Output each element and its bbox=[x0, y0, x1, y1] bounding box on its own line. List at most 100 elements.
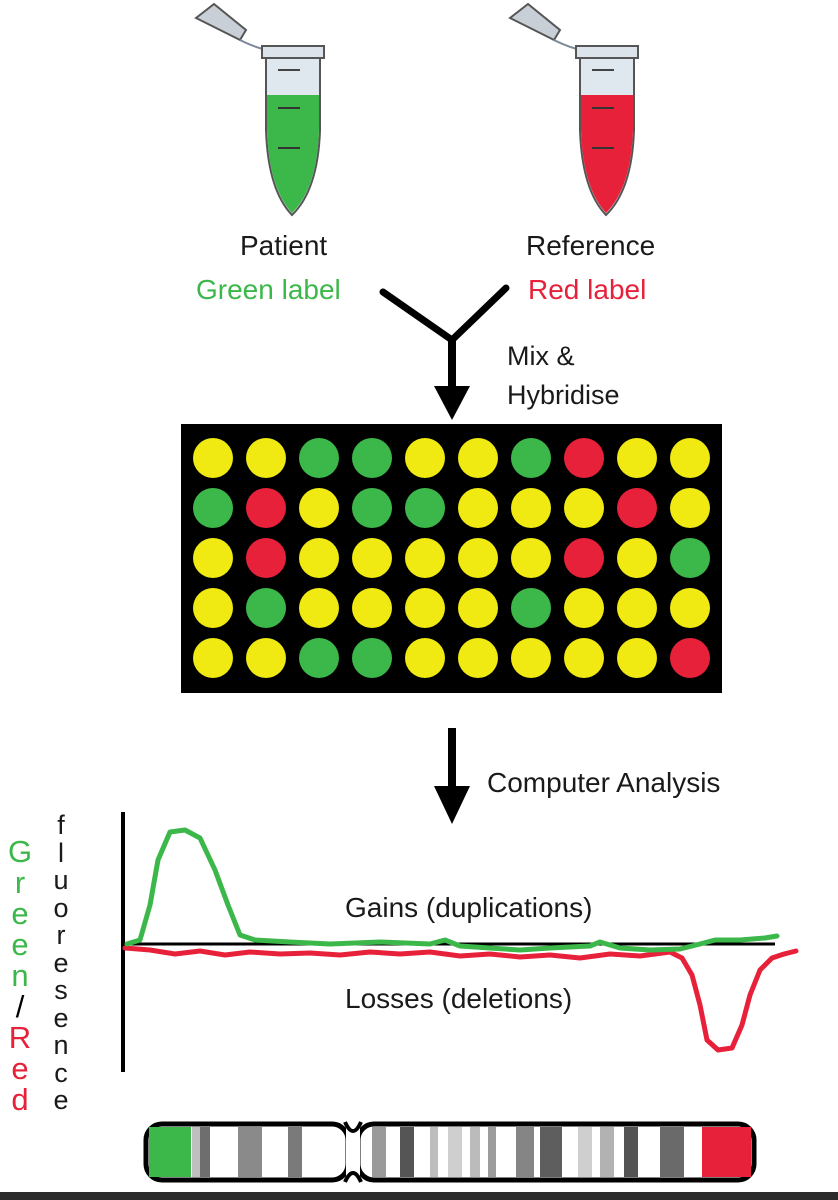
tube-lid bbox=[194, 2, 248, 42]
band bbox=[400, 1127, 414, 1177]
computer-analysis-label: Computer Analysis bbox=[487, 767, 721, 798]
array-spot-yellow bbox=[458, 488, 498, 528]
arrow-head bbox=[434, 386, 470, 420]
array-spot-yellow bbox=[564, 488, 604, 528]
axis-letter: e bbox=[53, 947, 69, 978]
axis-letter: n bbox=[53, 1030, 69, 1060]
array-spot-yellow bbox=[193, 638, 233, 678]
axis-letter: l bbox=[58, 837, 64, 868]
array-spot-yellow bbox=[670, 588, 710, 628]
patient-title: Patient bbox=[240, 230, 328, 261]
array-spot-yellow bbox=[458, 638, 498, 678]
band bbox=[238, 1127, 262, 1177]
band bbox=[470, 1127, 480, 1177]
array-spot-yellow bbox=[299, 488, 339, 528]
array-spot-green bbox=[193, 488, 233, 528]
band bbox=[660, 1127, 684, 1177]
centromere-gap bbox=[346, 1128, 360, 1176]
array-spot-red bbox=[246, 488, 286, 528]
merge-line-left bbox=[379, 288, 456, 344]
array-spot-yellow bbox=[405, 638, 445, 678]
axis-letter: s bbox=[54, 975, 68, 1005]
arrow-head bbox=[434, 786, 470, 824]
axis-letter: r bbox=[56, 920, 66, 950]
reference-liquid bbox=[581, 95, 633, 213]
band bbox=[540, 1127, 562, 1177]
array-spot-red bbox=[564, 438, 604, 478]
red-trace bbox=[122, 945, 799, 1053]
axis-letter: e bbox=[53, 1085, 69, 1115]
axis-letter: e bbox=[11, 927, 29, 962]
array-spot-yellow bbox=[352, 588, 392, 628]
array-spot-green bbox=[511, 438, 551, 478]
array-spot-yellow bbox=[458, 438, 498, 478]
bottom-edge-bar bbox=[0, 1192, 838, 1200]
band bbox=[372, 1127, 386, 1177]
axis-letter: u bbox=[53, 865, 69, 895]
band bbox=[288, 1127, 302, 1177]
centromere bbox=[343, 1121, 363, 1183]
array-spot-green bbox=[405, 488, 445, 528]
reference-label: Red label bbox=[528, 274, 647, 305]
gains-label: Gains (duplications) bbox=[345, 892, 593, 923]
array-spot-yellow bbox=[617, 538, 657, 578]
array-spot-yellow bbox=[458, 588, 498, 628]
array-spot-yellow bbox=[564, 638, 604, 678]
axis-letter: G bbox=[7, 834, 33, 869]
array-spot-yellow bbox=[246, 638, 286, 678]
axis-letter: r bbox=[14, 865, 26, 900]
mix-step-line2: Hybridise bbox=[507, 380, 620, 410]
array-spot-yellow bbox=[405, 538, 445, 578]
array-spot-green bbox=[246, 588, 286, 628]
axis-letter: c bbox=[54, 1057, 68, 1088]
band bbox=[516, 1127, 534, 1177]
axis-letter: n bbox=[11, 958, 29, 993]
mix-step-line1: Mix & bbox=[507, 341, 575, 371]
axis-letter: e bbox=[11, 1051, 29, 1086]
patient-tube bbox=[194, 2, 325, 217]
patient-liquid bbox=[267, 95, 319, 213]
axis-letter: R bbox=[8, 1020, 32, 1055]
array-spot-green bbox=[352, 638, 392, 678]
band bbox=[600, 1127, 614, 1177]
array-spot-red bbox=[670, 638, 710, 678]
array-spot-yellow bbox=[670, 488, 710, 528]
array-spot-yellow bbox=[405, 438, 445, 478]
array-spot-yellow bbox=[193, 438, 233, 478]
band bbox=[430, 1127, 438, 1177]
array-spot-yellow bbox=[193, 588, 233, 628]
microarray-spots bbox=[193, 438, 710, 678]
band bbox=[448, 1127, 462, 1177]
array-spot-yellow bbox=[405, 588, 445, 628]
array-spot-red bbox=[246, 538, 286, 578]
array-spot-yellow bbox=[670, 438, 710, 478]
array-spot-yellow bbox=[193, 538, 233, 578]
array-spot-green bbox=[670, 538, 710, 578]
band bbox=[192, 1127, 200, 1177]
array-spot-red bbox=[564, 538, 604, 578]
array-spot-green bbox=[299, 438, 339, 478]
axis-letter: / bbox=[15, 989, 25, 1024]
green-band bbox=[149, 1127, 191, 1177]
array-spot-green bbox=[352, 438, 392, 478]
losses-label: Losses (deletions) bbox=[345, 983, 573, 1014]
array-spot-yellow bbox=[246, 438, 286, 478]
array-spot-green bbox=[352, 488, 392, 528]
array-spot-yellow bbox=[299, 538, 339, 578]
array-spot-red bbox=[617, 488, 657, 528]
array-spot-yellow bbox=[511, 488, 551, 528]
array-spot-green bbox=[511, 588, 551, 628]
tube-cap bbox=[261, 45, 325, 59]
array-spot-yellow bbox=[617, 438, 657, 478]
green-trace bbox=[124, 827, 780, 953]
array-spot-yellow bbox=[299, 588, 339, 628]
red-band bbox=[702, 1127, 751, 1177]
array-spot-yellow bbox=[511, 638, 551, 678]
patient-label: Green label bbox=[196, 274, 341, 305]
axis-letter: e bbox=[11, 896, 29, 931]
array-spot-yellow bbox=[511, 538, 551, 578]
array-spot-green bbox=[299, 638, 339, 678]
